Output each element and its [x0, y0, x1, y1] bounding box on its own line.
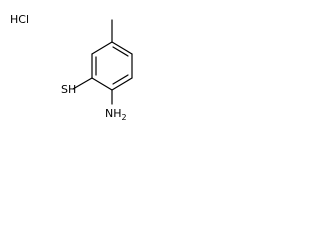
chemical-structure-diagram: HCl SH NH2 — [10, 13, 133, 122]
hcl-label: HCl — [10, 13, 29, 26]
amine-label: NH2 — [105, 107, 127, 122]
ring-double-bond-1 — [112, 46, 129, 57]
amine-subscript: 2 — [122, 113, 127, 122]
ring-bond-3 — [111, 77, 133, 91]
ring-bond-6 — [91, 41, 113, 55]
thiol-bond — [72, 77, 93, 90]
benzene-ring — [91, 41, 133, 91]
ring-double-bond-2 — [112, 74, 129, 85]
thiol-label: SH — [61, 83, 76, 96]
ring-bond-4 — [91, 77, 113, 91]
amine-nh: NH — [105, 107, 122, 120]
ring-bond-1 — [111, 41, 133, 55]
